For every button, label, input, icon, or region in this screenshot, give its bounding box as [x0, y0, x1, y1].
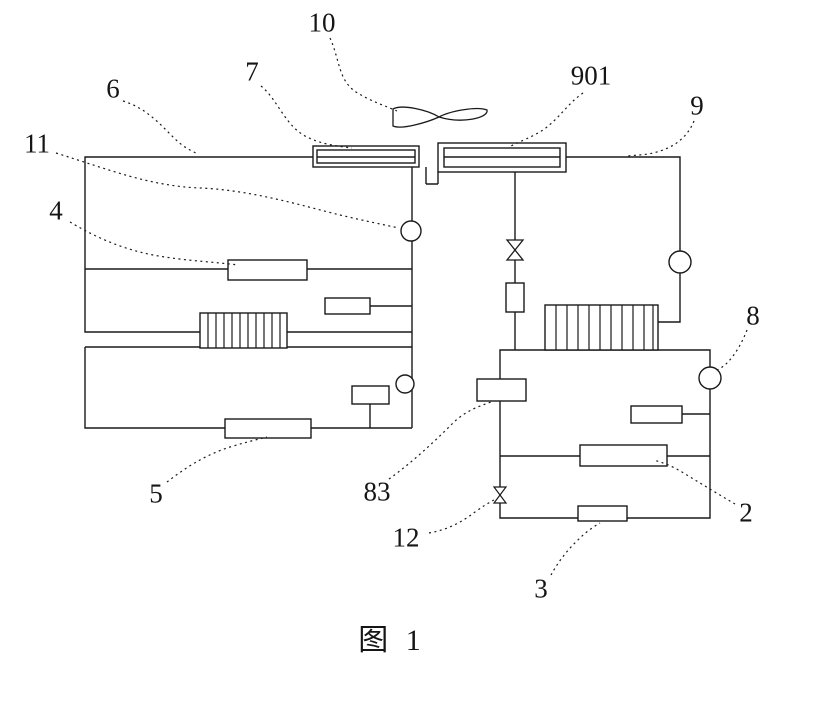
pump-circle-8: [698, 366, 722, 390]
leader-9: [626, 120, 695, 157]
heat-exchanger-coil-right: [544, 304, 659, 351]
mid-pipe-component: [505, 282, 525, 313]
component-rect-4: [227, 259, 308, 281]
leader-2: [652, 459, 736, 505]
pump-circle-lower-left: [395, 374, 415, 394]
leader-lines: [55, 37, 748, 576]
ref-label-3: 3: [534, 573, 548, 604]
heat-exchanger-coil-left: [199, 312, 288, 349]
valve-12-icon: [492, 486, 508, 504]
leader-8: [716, 329, 748, 371]
component-rect-3: [577, 505, 628, 522]
heat-exchanger-901: [437, 142, 567, 173]
ref-label-5: 5: [149, 478, 163, 509]
ref-label-7: 7: [245, 56, 259, 87]
fan-icon: [392, 106, 488, 128]
ref-label-901: 901: [570, 60, 612, 91]
leader-11: [55, 152, 400, 229]
leader-10: [329, 37, 398, 112]
ref-label-10: 10: [308, 7, 336, 38]
ref-label-83: 83: [363, 476, 391, 507]
component-rect-5: [224, 418, 312, 439]
leader-3: [550, 522, 601, 576]
pipe-stub-between-exchangers: [425, 167, 439, 185]
leader-12: [428, 499, 495, 534]
ref-label-12: 12: [392, 522, 420, 553]
right-box: [499, 349, 711, 519]
heat-exchanger-7: [312, 145, 420, 168]
component-rect-2: [579, 444, 668, 467]
ref-label-8: 8: [746, 300, 760, 331]
leader-4: [69, 221, 239, 266]
leader-901: [510, 92, 584, 147]
ref-label-9: 9: [690, 90, 704, 121]
ref-label-6: 6: [106, 73, 120, 104]
component-rect-83: [476, 378, 527, 402]
leader-7: [260, 85, 353, 149]
ref-label-11: 11: [24, 128, 50, 159]
leader-6: [122, 100, 197, 154]
figure-caption: 图 1: [358, 624, 426, 657]
pump-circle-11: [400, 220, 422, 242]
pump-circle-right-pipe: [668, 250, 692, 274]
small-component-lower-left: [351, 385, 390, 405]
ref-label-4: 4: [49, 195, 63, 226]
leader-83: [388, 400, 495, 480]
leader-5: [166, 436, 268, 483]
ref-label-2: 2: [739, 497, 753, 528]
small-component-right: [630, 405, 683, 424]
right-return-pipe: [566, 156, 681, 323]
small-component-upper-left: [324, 297, 371, 315]
expansion-valve-icon: [505, 239, 525, 261]
